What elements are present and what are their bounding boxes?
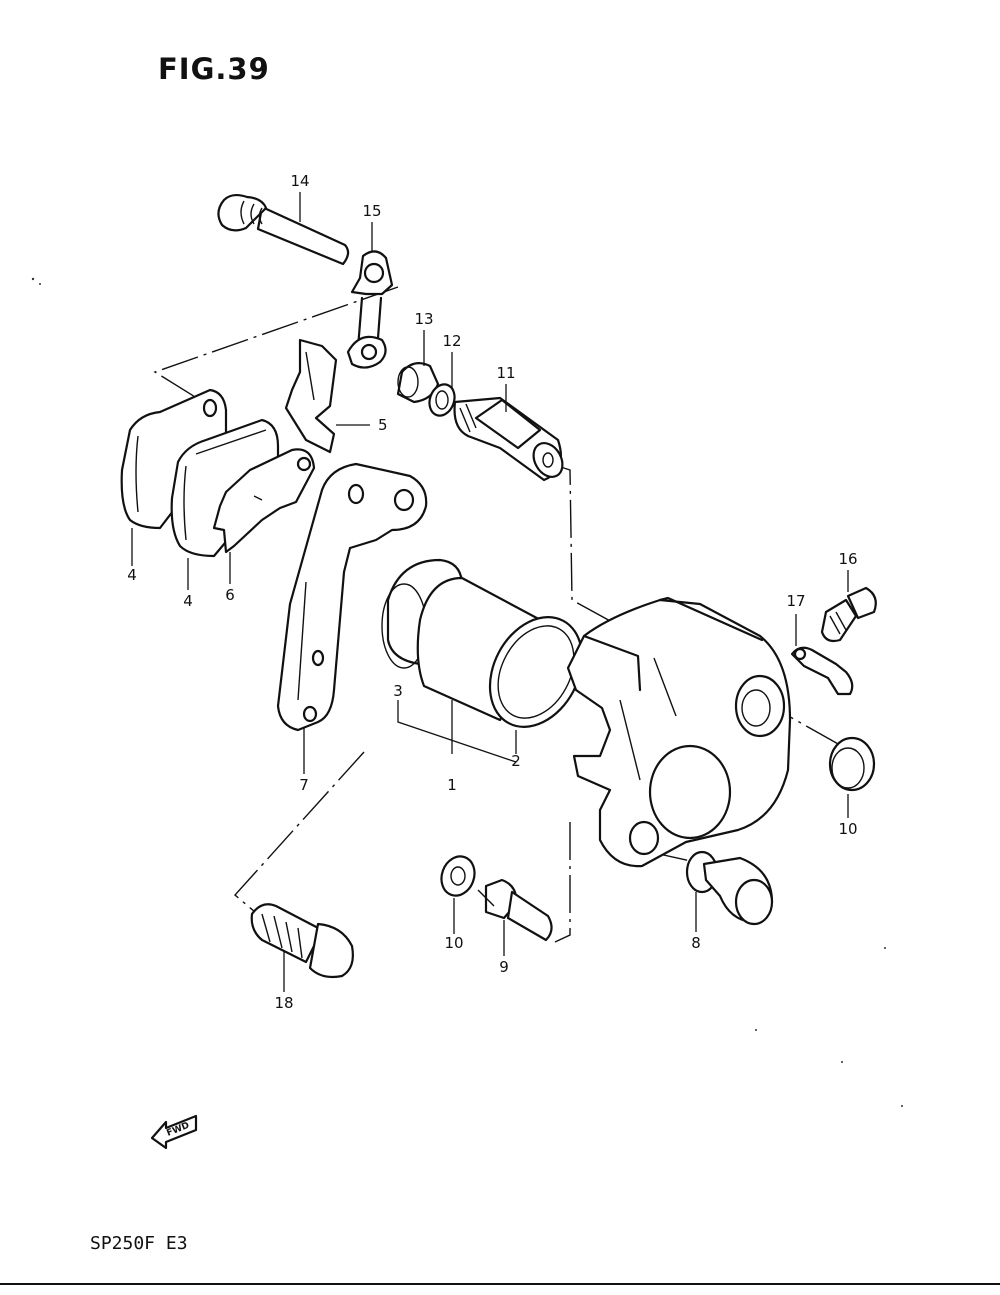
callout-14: 13 [414,310,433,328]
callout-19: 18 [274,994,293,1012]
callout-13: 12 [442,332,461,350]
callout-16: 15 [362,202,381,220]
callout-17: 16 [838,550,857,568]
slide-pin-o-ring [428,383,456,417]
dust-seal [488,616,584,728]
bleeder-screw [820,586,877,643]
callout-11: 10 [838,820,857,838]
pad-shim [212,448,316,554]
callout-12: 11 [496,364,515,382]
callout-7: 7 [299,776,309,794]
slide-pin-boot [396,361,440,404]
bolt-washer [440,855,476,897]
callout-1: 1 [447,776,457,794]
caliper-body [566,596,792,868]
caliper-mounting-bolt [477,878,553,942]
callout-15: 14 [290,172,309,190]
model-code: SP250F E3 [90,1233,188,1254]
callout-18: 17 [786,592,805,610]
forward-direction-arrow: FWD [150,1114,198,1150]
pad-pin-bolt [217,193,350,266]
callout-2: 2 [511,752,521,770]
pad-spring [284,338,338,454]
cap-plug [828,736,876,792]
callout-leaders [131,192,849,992]
callout-4-outer: 4 [127,566,137,584]
callout-6: 6 [225,586,235,604]
callout-8: 8 [691,934,701,952]
page-bottom-rule [0,1283,1000,1285]
bleeder-cap [790,646,854,696]
callout-9: 9 [499,958,509,976]
scan-specks [31,277,903,1107]
pin-clip [346,250,394,369]
bracket-flange-bolt [250,903,354,979]
slide-pin [453,396,564,482]
caliper-pin [685,850,774,926]
callout-4-inner: 4 [183,592,193,610]
caliper-bracket [276,462,428,732]
callout-5: 5 [378,416,388,434]
callout-10: 10 [444,934,463,952]
callout-labels: 14 15 13 12 11 5 4 4 6 7 3 1 2 16 17 10 … [127,172,857,1012]
callout-3: 3 [393,682,403,700]
figure-title: FIG.39 [158,52,270,86]
